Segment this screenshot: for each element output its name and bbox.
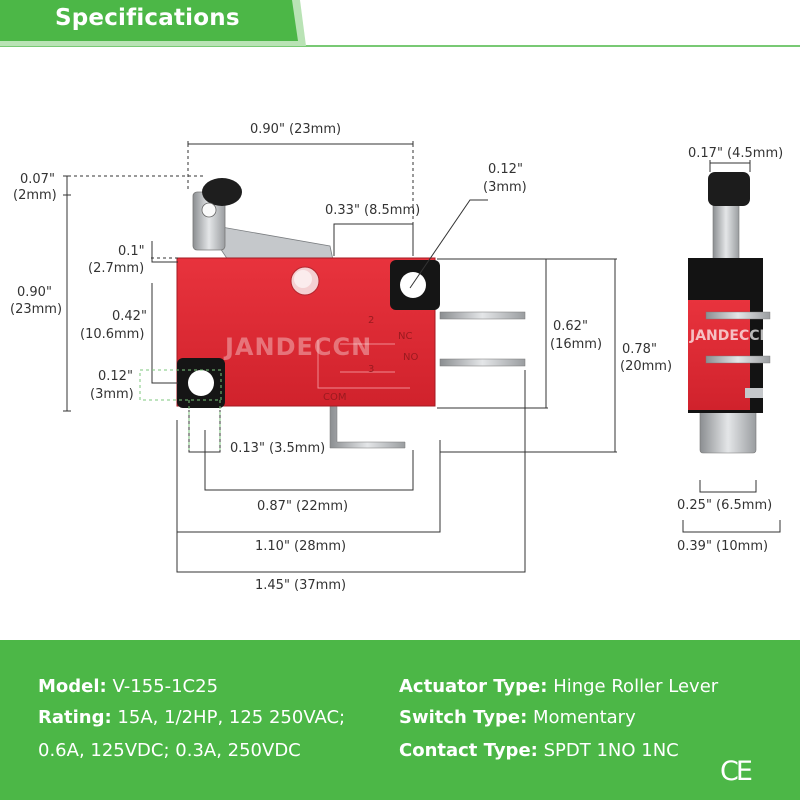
side-dimension-lines bbox=[63, 141, 617, 573]
dim-overall-width: 0.90" (23mm) bbox=[250, 122, 341, 137]
dim-body-height-in: 0.62" bbox=[553, 319, 588, 334]
dim-lever-mm: (2.7mm) bbox=[88, 261, 144, 276]
page-title: Specifications bbox=[55, 5, 240, 31]
header-shape bbox=[0, 0, 800, 47]
dim-total-height-mm: (20mm) bbox=[620, 359, 672, 374]
spec-actuator-value: Hinge Roller Lever bbox=[553, 676, 719, 697]
spec-contact-key: Contact Type: bbox=[399, 740, 538, 761]
dim-lever-in: 0.1" bbox=[118, 244, 145, 259]
side-dashed-guides bbox=[74, 150, 414, 259]
specs-panel: Model: V-155-1C25 Rating: 15A, 1/2HP, 12… bbox=[0, 640, 800, 800]
spec-contact-value: SPDT 1NO 1NC bbox=[543, 740, 679, 761]
dim-roller-top-in: 0.07" bbox=[20, 172, 55, 187]
dim-body-height-mm: (16mm) bbox=[550, 337, 602, 352]
spec-actuator: Actuator Type: Hinge Roller Lever bbox=[399, 676, 718, 697]
dim-top-hole-in: 0.12" bbox=[488, 162, 523, 177]
dim-lever-span: 0.33" (8.5mm) bbox=[325, 203, 420, 218]
switch-end-view: JANDECCN bbox=[688, 172, 771, 454]
watermark: JANDECCN bbox=[223, 333, 372, 361]
spec-rating-cont: 0.6A, 125VDC; 0.3A, 250VDC bbox=[38, 740, 301, 761]
dim-roller-top-mm: (2mm) bbox=[13, 188, 57, 203]
ce-mark: CE bbox=[720, 756, 753, 787]
dim-hole-offset-in: 0.42" bbox=[112, 309, 147, 324]
dim-total-length: 1.45" (37mm) bbox=[255, 578, 346, 593]
pin-label-no: NO bbox=[403, 352, 418, 363]
spec-model-value: V-155-1C25 bbox=[112, 676, 219, 697]
spec-contact: Contact Type: SPDT 1NO 1NC bbox=[399, 740, 679, 761]
spec-switch-key: Switch Type: bbox=[399, 707, 528, 728]
dim-hole-x: 0.13" (3.5mm) bbox=[230, 441, 325, 456]
pin-label-nc: NC bbox=[398, 331, 412, 342]
spec-rating: Rating: 15A, 1/2HP, 125 250VAC; bbox=[38, 707, 345, 728]
dim-terminal-width: 0.25" (6.5mm) bbox=[677, 498, 772, 513]
switch-side-view: 2 NC NO 3 COM JANDECCN bbox=[176, 178, 526, 449]
watermark-end: JANDECCN bbox=[689, 328, 771, 344]
dim-hole-offset-mm: (10.6mm) bbox=[80, 327, 144, 342]
dim-height-mm: (23mm) bbox=[10, 302, 62, 317]
spec-actuator-key: Actuator Type: bbox=[399, 676, 548, 697]
dimension-drawing: 2 NC NO 3 COM JANDECCN bbox=[10, 122, 783, 593]
pin-label-3: 3 bbox=[368, 364, 374, 375]
dim-hole-pitch: 0.87" (22mm) bbox=[257, 499, 348, 514]
header-banner: Specifications bbox=[0, 0, 800, 48]
hole-dashed-guides bbox=[139, 369, 222, 450]
spec-rating-value: 15A, 1/2HP, 125 250VAC; bbox=[117, 707, 346, 728]
dim-body-width: 0.39" (10mm) bbox=[677, 539, 768, 554]
pin-label-com: COM bbox=[323, 392, 346, 403]
dim-total-height-in: 0.78" bbox=[622, 342, 657, 357]
spec-switch-value: Momentary bbox=[533, 707, 636, 728]
spec-rating-key: Rating: bbox=[38, 707, 112, 728]
spec-switch: Switch Type: Momentary bbox=[399, 707, 636, 728]
pin-label-2: 2 bbox=[368, 315, 374, 326]
end-dimension-lines bbox=[682, 160, 781, 533]
spec-model: Model: V-155-1C25 bbox=[38, 676, 218, 697]
dim-roller-width: 0.17" (4.5mm) bbox=[688, 146, 783, 161]
dim-height-in: 0.90" bbox=[17, 285, 52, 300]
dim-body-length: 1.10" (28mm) bbox=[255, 539, 346, 554]
dim-hole-dia-in: 0.12" bbox=[98, 369, 133, 384]
dim-top-hole-mm: (3mm) bbox=[483, 180, 527, 195]
dim-hole-dia-mm: (3mm) bbox=[90, 387, 134, 402]
spec-model-key: Model: bbox=[38, 676, 107, 697]
